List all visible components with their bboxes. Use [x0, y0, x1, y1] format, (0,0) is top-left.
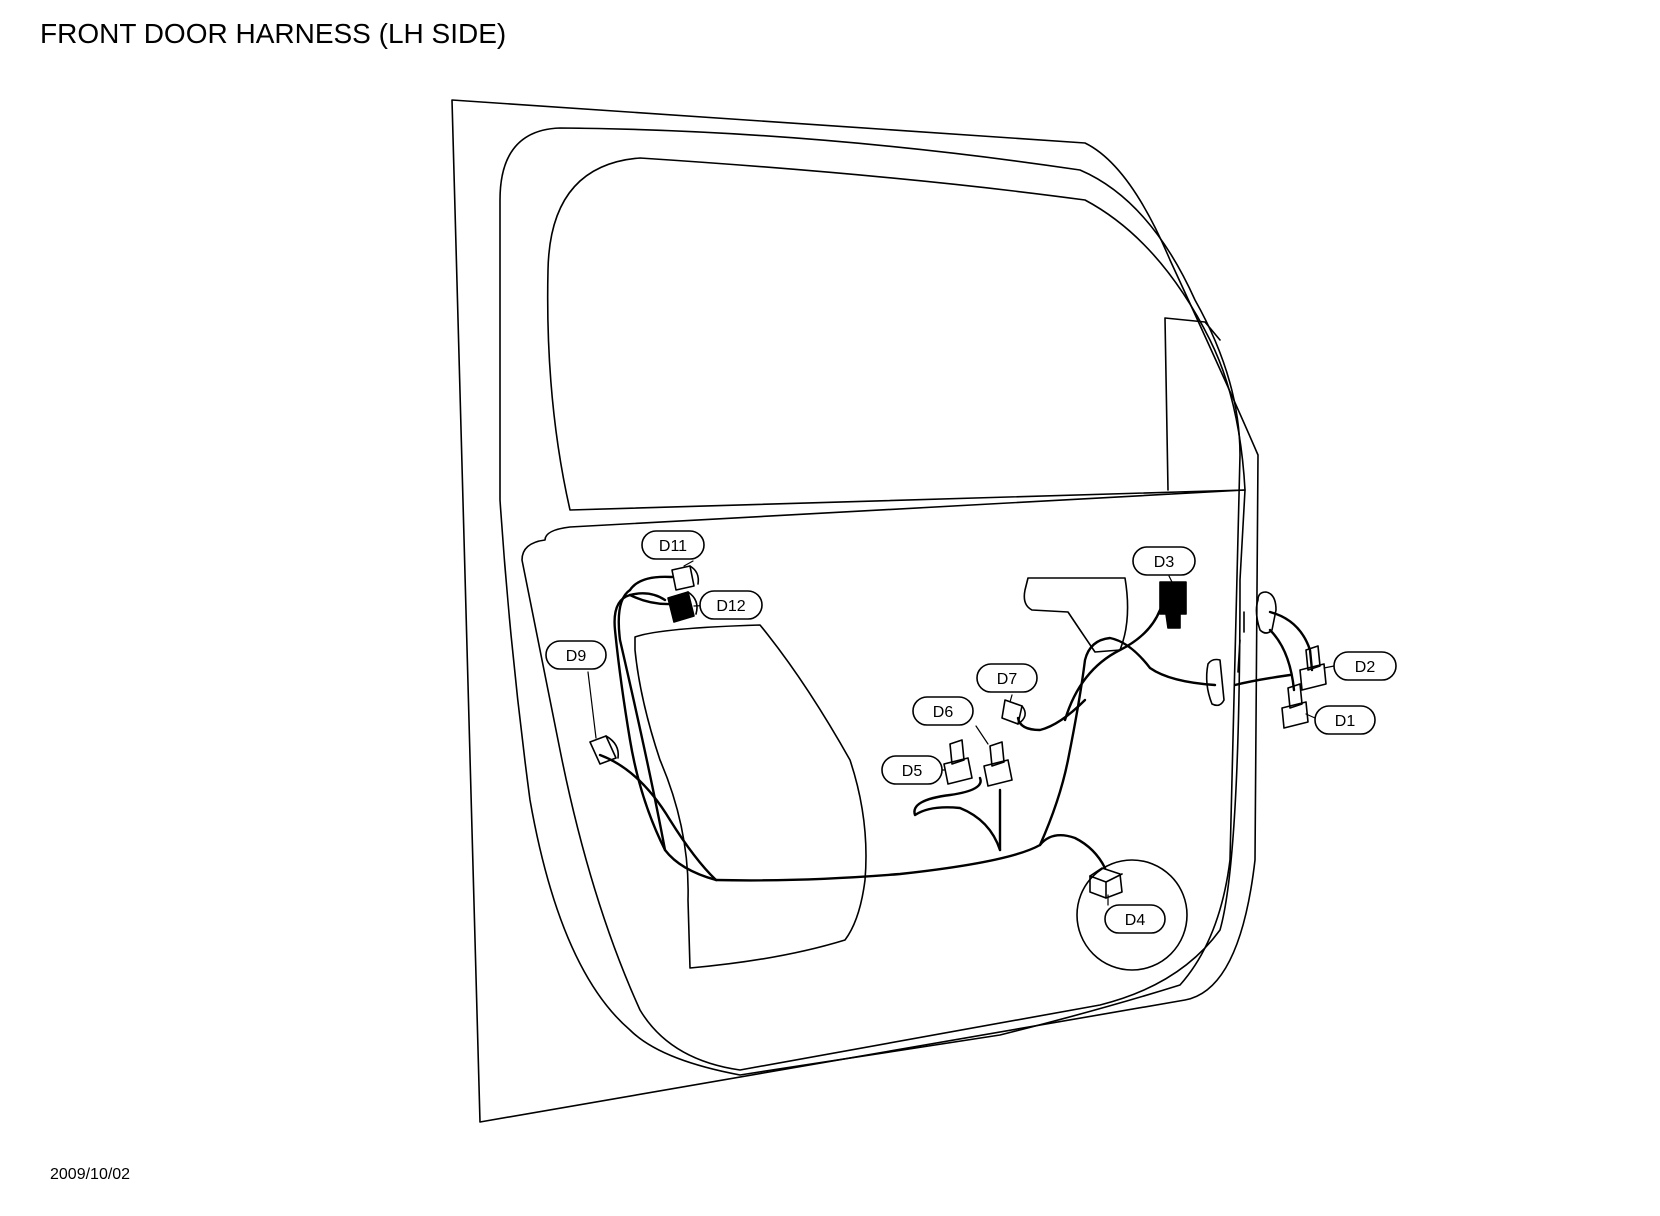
label-d4: D4 [1104, 904, 1166, 934]
connector-d1-body [1281, 683, 1309, 729]
connector-d9-body [589, 735, 620, 765]
svg-text:D12: D12 [716, 598, 745, 615]
main-harness [598, 575, 1314, 882]
connector-d11-body [671, 565, 700, 591]
svg-text:D7: D7 [997, 671, 1018, 688]
label-d7: D7 [976, 663, 1038, 693]
svg-text:D1: D1 [1335, 713, 1356, 730]
speaker [1076, 859, 1188, 971]
grommet-lower [1205, 658, 1225, 707]
label-d3: D3 [1132, 546, 1196, 576]
label-d12: D12 [699, 590, 763, 620]
diagram-title: FRONT DOOR HARNESS (LH SIDE) [40, 18, 507, 49]
label-d5: D5 [881, 755, 943, 785]
label-d11: D11 [641, 530, 705, 560]
label-d6: D6 [912, 696, 974, 726]
diagram-date: 2009/10/02 [50, 1166, 131, 1183]
connector-d7-body [1001, 699, 1026, 725]
armrest-pocket [634, 624, 867, 969]
door-outer-panel [451, 99, 1259, 1123]
connector-d3-body [1159, 581, 1187, 629]
door-inner-frame [499, 127, 1241, 1076]
svg-text:D3: D3 [1154, 554, 1175, 571]
svg-text:D6: D6 [933, 704, 954, 721]
svg-text:D11: D11 [659, 538, 687, 555]
handle-recess [1023, 577, 1129, 653]
label-d2: D2 [1333, 651, 1397, 681]
svg-text:D2: D2 [1355, 659, 1376, 676]
connector-d2-body [1299, 645, 1327, 691]
grommet-upper [1255, 591, 1277, 634]
label-d9: D9 [545, 640, 607, 670]
connector-d12-body [667, 591, 698, 623]
svg-text:D9: D9 [566, 648, 587, 665]
trim-panel [521, 489, 1246, 1071]
label-d1: D1 [1314, 705, 1376, 735]
svg-text:D4: D4 [1125, 912, 1146, 929]
connector-d5-body [943, 739, 973, 785]
svg-text:D5: D5 [902, 763, 923, 780]
connector-d6-body [983, 741, 1013, 787]
leader-lines [587, 560, 1335, 906]
connector-d4-body [1089, 867, 1123, 899]
window-opening [546, 157, 1246, 511]
window-channel [1164, 317, 1221, 491]
